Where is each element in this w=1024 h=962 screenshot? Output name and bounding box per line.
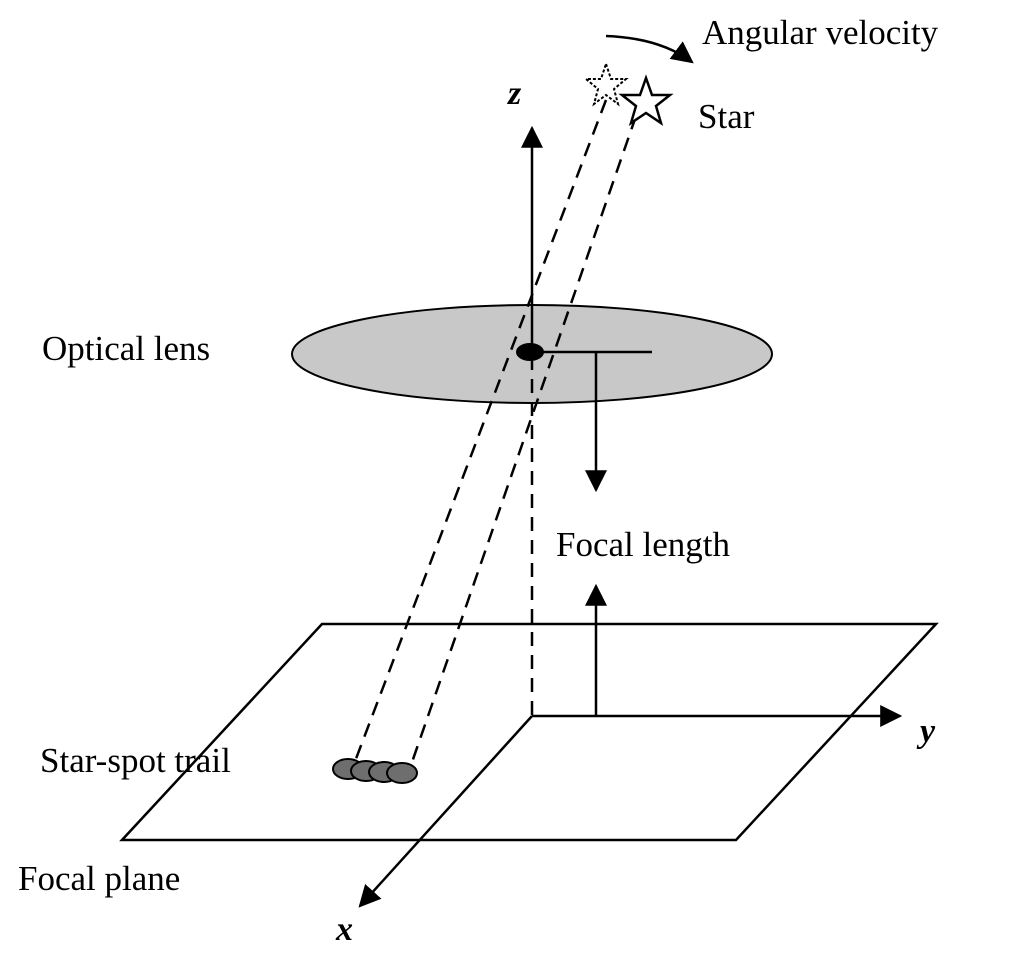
star-spot-trail [332,758,418,784]
star-label: Star [698,97,755,136]
star-icon-previous [583,60,629,107]
star-spot-trail-label: Star-spot trail [40,741,231,780]
focal-plane-label: Focal plane [18,859,180,898]
y-axis-label: y [916,713,936,750]
angular-velocity-arrow [605,34,694,64]
ray-dashed-2 [408,115,638,769]
z-axis-label: z [507,75,522,112]
ray-dashed-1 [352,99,608,765]
x-axis-arrow [358,715,533,908]
x-axis-label: x [335,911,353,948]
focal-plane [119,622,939,842]
lens-center-dot [516,343,544,361]
focal-length-label: Focal length [556,525,730,564]
star-icon [618,74,674,126]
angular-velocity-label: Angular velocity [702,13,939,52]
optical-lens-label: Optical lens [42,329,210,368]
